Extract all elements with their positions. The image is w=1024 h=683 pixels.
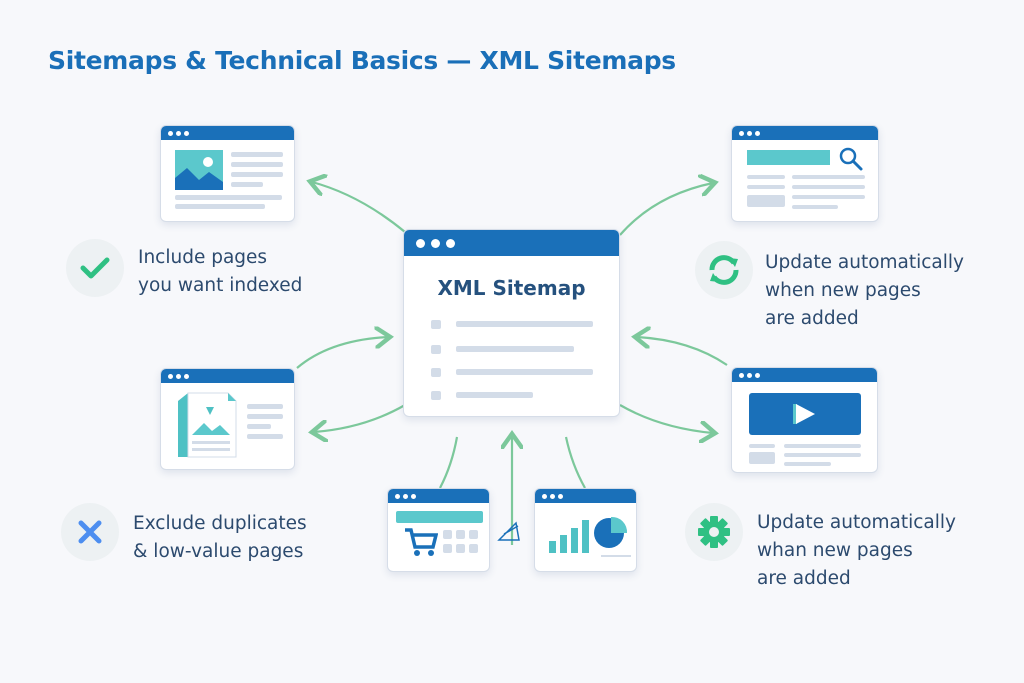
- gear-icon: [698, 516, 730, 548]
- refresh-badge: [695, 241, 753, 299]
- cart-icon: [405, 528, 438, 556]
- refresh-icon: [709, 255, 739, 285]
- line-from-cart: [439, 436, 459, 489]
- page-title: Sitemaps & Technical Basics — XML Sitema…: [48, 46, 676, 75]
- arrow-to-mid-right: [619, 404, 713, 433]
- video-page-card: [731, 367, 878, 473]
- x-icon: [78, 520, 102, 544]
- bar-pie-chart-icon: [549, 516, 631, 557]
- xml-sitemap-label: XML Sitemap: [437, 276, 586, 300]
- analytics-page-card: [534, 488, 637, 572]
- check-icon: [80, 257, 110, 279]
- x-badge: [61, 503, 119, 561]
- arrow-from-mid-left: [296, 337, 388, 369]
- image-icon: [175, 150, 223, 190]
- arrow-to-top-left: [312, 182, 406, 233]
- search-page-card: [731, 125, 879, 222]
- arrow-from-mid-right: [637, 337, 728, 366]
- image-page-card: [160, 125, 295, 222]
- search-icon: [839, 147, 863, 171]
- xml-sitemap-card: XML Sitemap: [403, 229, 620, 417]
- arrow-to-top-right: [619, 183, 713, 236]
- ecommerce-page-card: [387, 488, 490, 572]
- document-image-icon: [178, 392, 237, 458]
- check-badge: [66, 239, 124, 297]
- gear-badge: [685, 503, 743, 561]
- note-exclude: Exclude duplicates& low-value pages: [133, 513, 307, 562]
- video-player[interactable]: [749, 393, 861, 435]
- play-icon: [793, 404, 815, 424]
- document-page-card: [160, 368, 295, 470]
- line-from-chart: [564, 436, 586, 489]
- arrow-to-mid-left: [314, 404, 406, 432]
- small-triangle-icon: [497, 521, 520, 541]
